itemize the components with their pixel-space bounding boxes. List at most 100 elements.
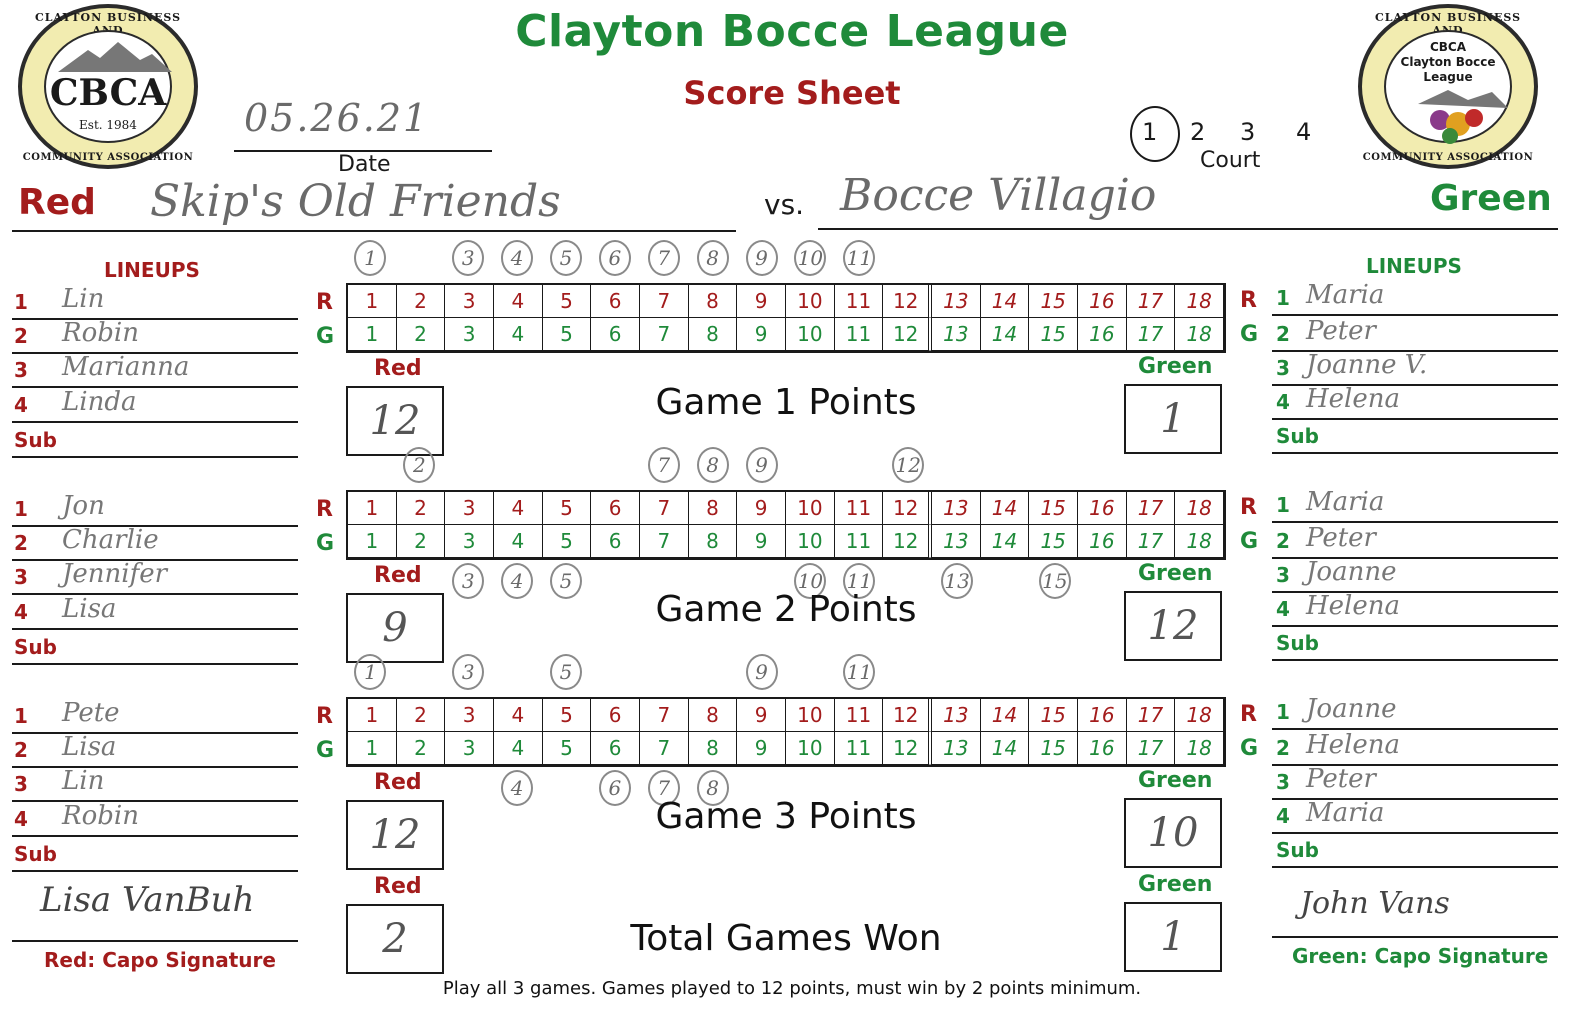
green-point-cell[interactable]: 5 [542,525,592,558]
green-capo-signature[interactable]: John Vans [1300,886,1450,921]
green-point-cell[interactable]: 11 [834,732,884,765]
green-point-cell[interactable]: 4 [494,318,543,351]
green-point-cell[interactable]: 15 [1029,732,1078,765]
green-point-cell[interactable]: 14 [980,525,1030,558]
red-point-cell[interactable]: 12 [883,285,932,318]
green-point-cell[interactable]: 10 [786,525,835,558]
red-point-cell[interactable]: 7 [640,285,689,318]
red-lineup-player[interactable]: Marianna [62,352,190,382]
green-point-cell[interactable]: 17 [1126,732,1176,765]
green-point-cell[interactable]: 13 [932,525,981,558]
red-point-cell[interactable]: 15 [1029,285,1078,318]
green-lineup-player[interactable]: Joanne V. [1306,350,1428,380]
red-point-cell[interactable]: 1 [348,285,397,318]
red-point-cell[interactable]: 14 [980,699,1030,732]
green-point-cell[interactable]: 14 [980,318,1030,351]
green-point-cell[interactable]: 11 [834,318,884,351]
court-option-2[interactable]: 2 [1190,118,1206,146]
red-point-cell[interactable]: 5 [542,492,592,525]
green-point-cell[interactable]: 1 [348,318,397,351]
green-point-cell[interactable]: 2 [396,732,446,765]
green-point-cell[interactable]: 9 [737,732,786,765]
green-lineup-player[interactable]: Maria [1306,487,1385,517]
red-point-cell[interactable]: 10 [786,492,835,525]
green-point-cell[interactable]: 2 [396,318,446,351]
date-value[interactable]: 05.26.21 [244,96,430,140]
green-point-cell[interactable]: 5 [542,732,592,765]
green-point-cell[interactable]: 15 [1029,525,1078,558]
red-point-cell[interactable]: 1 [348,699,397,732]
red-point-cell[interactable]: 13 [932,492,981,525]
red-score-box[interactable]: 12 [346,800,444,870]
green-point-cell[interactable]: 12 [883,525,932,558]
red-point-cell[interactable]: 17 [1126,285,1176,318]
green-point-cell[interactable]: 11 [834,525,884,558]
red-point-cell[interactable]: 9 [737,699,786,732]
red-capo-signature[interactable]: Lisa VanBuh [40,880,255,920]
green-point-cell[interactable]: 13 [932,318,981,351]
red-lineup-player[interactable]: Jon [62,491,105,521]
green-point-cell[interactable]: 12 [883,318,932,351]
green-point-cell[interactable]: 7 [640,732,689,765]
green-point-cell[interactable]: 16 [1078,732,1127,765]
green-point-cell[interactable]: 13 [932,732,981,765]
green-point-cell[interactable]: 6 [591,525,640,558]
red-point-cell[interactable]: 5 [542,699,592,732]
red-team-name[interactable]: Skip's Old Friends [150,176,561,227]
green-lineup-player[interactable]: Joanne [1306,557,1397,587]
red-lineup-player[interactable]: Lin [62,766,105,796]
green-lineup-player[interactable]: Peter [1306,316,1376,346]
green-point-cell[interactable]: 6 [591,318,640,351]
total-green-box[interactable]: 1 [1124,902,1222,972]
green-point-cell[interactable]: 8 [688,318,738,351]
green-point-cell[interactable]: 16 [1078,525,1127,558]
red-point-cell[interactable]: 14 [980,285,1030,318]
green-point-cell[interactable]: 15 [1029,318,1078,351]
green-point-cell[interactable]: 3 [445,732,494,765]
red-point-cell[interactable]: 6 [591,285,640,318]
green-point-cell[interactable]: 16 [1078,318,1127,351]
green-point-cell[interactable]: 3 [445,525,494,558]
red-point-cell[interactable]: 18 [1175,699,1224,732]
green-point-cell[interactable]: 7 [640,525,689,558]
red-point-cell[interactable]: 17 [1126,699,1176,732]
green-lineup-player[interactable]: Helena [1306,591,1401,621]
red-point-cell[interactable]: 11 [834,699,884,732]
red-point-cell[interactable]: 2 [396,285,446,318]
red-point-cell[interactable]: 11 [834,285,884,318]
red-point-cell[interactable]: 16 [1078,699,1127,732]
red-point-cell[interactable]: 6 [591,699,640,732]
red-point-cell[interactable]: 9 [737,285,786,318]
red-point-cell[interactable]: 15 [1029,492,1078,525]
green-lineup-player[interactable]: Peter [1306,523,1376,553]
red-point-cell[interactable]: 10 [786,699,835,732]
red-point-cell[interactable]: 3 [445,285,494,318]
red-point-cell[interactable]: 17 [1126,492,1176,525]
red-point-cell[interactable]: 4 [494,699,543,732]
red-point-cell[interactable]: 18 [1175,492,1224,525]
red-point-cell[interactable]: 7 [640,699,689,732]
green-point-cell[interactable]: 8 [688,732,738,765]
red-score-box[interactable]: 9 [346,593,444,663]
green-point-cell[interactable]: 3 [445,318,494,351]
red-point-cell[interactable]: 12 [883,699,932,732]
red-point-cell[interactable]: 18 [1175,285,1224,318]
green-point-cell[interactable]: 5 [542,318,592,351]
red-point-cell[interactable]: 8 [688,699,738,732]
green-point-cell[interactable]: 10 [786,318,835,351]
green-lineup-player[interactable]: Peter [1306,764,1376,794]
green-lineup-player[interactable]: Maria [1306,798,1385,828]
red-point-cell[interactable]: 5 [542,285,592,318]
court-option-1[interactable]: 1 [1142,118,1158,146]
green-point-cell[interactable]: 8 [688,525,738,558]
red-lineup-player[interactable]: Linda [62,387,137,417]
red-point-cell[interactable]: 3 [445,492,494,525]
red-lineup-player[interactable]: Jennifer [62,559,168,589]
red-lineup-player[interactable]: Lisa [62,594,117,624]
green-score-box[interactable]: 1 [1124,384,1222,454]
green-point-cell[interactable]: 18 [1175,732,1224,765]
red-point-cell[interactable]: 6 [591,492,640,525]
red-lineup-player[interactable]: Lin [62,284,105,314]
red-lineup-player[interactable]: Lisa [62,732,117,762]
red-point-cell[interactable]: 16 [1078,492,1127,525]
